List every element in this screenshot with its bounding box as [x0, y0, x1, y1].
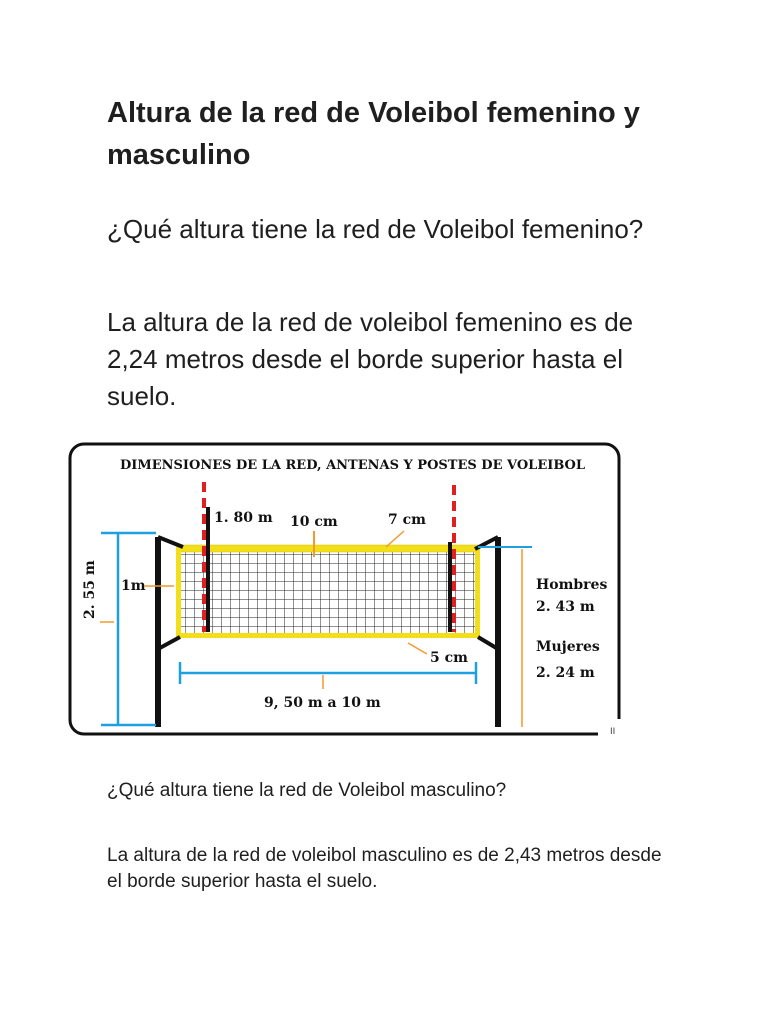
side-band-arrow [385, 530, 405, 548]
women-height: 2. 24 m [536, 665, 595, 681]
right-post-cable-bottom [476, 635, 500, 651]
answer-men: La altura de la red de voleibol masculin… [107, 845, 662, 892]
net-width-label: 1m [121, 578, 146, 594]
net-bottom-band [178, 633, 478, 638]
post-height-label: 2. 55 m [82, 560, 98, 619]
net-diagram-svg: DIMENSIONES DE LA RED, ANTENAS Y POSTES … [68, 442, 626, 739]
antenna-height-label: 1. 80 m [214, 510, 273, 526]
corner-mark: II [610, 727, 615, 737]
answer-women: La altura de la red de voleibol femenino… [107, 307, 634, 411]
net-right-band [475, 545, 480, 638]
bottom-band-label: 5 cm [430, 650, 468, 666]
question-women: ¿Qué altura tiene la red de Voleibol fem… [107, 214, 644, 244]
page-title: Altura de la red de Voleibol femenino y … [107, 97, 640, 171]
net-left-band [176, 545, 181, 638]
left-post-cable-top [157, 535, 184, 549]
bottom-band-arrow [407, 642, 428, 655]
men-label: Hombres [536, 577, 607, 593]
corner-box [598, 719, 626, 739]
net-top-band [177, 544, 479, 553]
question-men: ¿Qué altura tiene la red de Voleibol mas… [107, 780, 507, 801]
length-label: 9, 50 m a 10 m [264, 695, 381, 711]
volleyball-net-diagram: DIMENSIONES DE LA RED, ANTENAS Y POSTES … [68, 437, 628, 739]
top-band-label: 10 cm [290, 514, 338, 530]
diagram-heading: DIMENSIONES DE LA RED, ANTENAS Y POSTES … [120, 458, 585, 473]
women-label: Mujeres [536, 639, 600, 655]
men-height: 2. 43 m [536, 599, 595, 615]
net-mesh [181, 549, 476, 635]
side-band-label: 7 cm [388, 512, 426, 528]
left-post-cable-bottom [157, 635, 181, 651]
